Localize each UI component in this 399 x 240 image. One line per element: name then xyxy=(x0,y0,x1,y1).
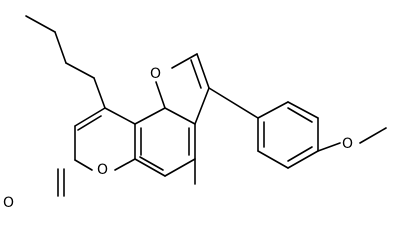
molecule-structure-diagram: O O O O xyxy=(3,15,387,211)
pyranone-ring xyxy=(57,107,136,197)
methoxyphenyl-group xyxy=(208,87,387,169)
benzene-core xyxy=(134,107,196,185)
furan-oxygen-label: O xyxy=(150,66,161,82)
ring-oxygen-label: O xyxy=(97,162,108,178)
carbonyl-oxygen-label: O xyxy=(3,195,14,211)
furan-ring xyxy=(155,53,210,125)
butyl-chain xyxy=(25,15,106,109)
methoxy-oxygen-label: O xyxy=(342,136,353,152)
